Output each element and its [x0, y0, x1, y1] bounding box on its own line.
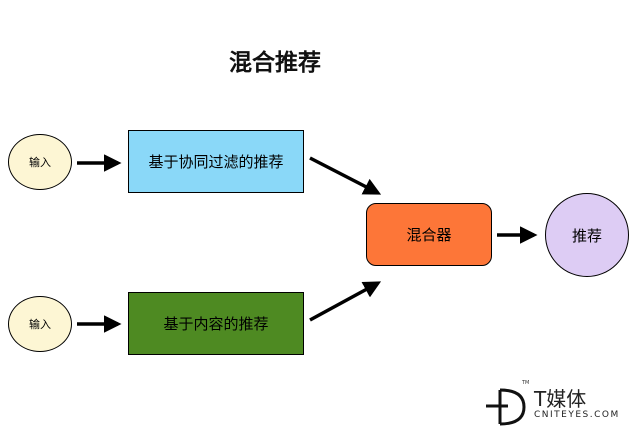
logo-tm-mark: TM [522, 380, 530, 386]
logo-name-cn: T媒体 [534, 387, 587, 411]
recommendation-output-node: 推荐 [545, 193, 629, 277]
brand-logo: TM T媒体 CNITEYES.COM [484, 380, 630, 430]
logo-mark-icon [486, 388, 526, 426]
input-node-top: 输入 [8, 134, 72, 190]
arrow-collaborative-to-mixer [309, 156, 382, 195]
mixer-box: 混合器 [366, 203, 492, 266]
arrow-content-to-mixer [309, 281, 382, 322]
logo-name-en: CNITEYES.COM [534, 410, 620, 420]
diagram-title: 混合推荐 [229, 50, 321, 76]
content-based-box: 基于内容的推荐 [128, 292, 304, 355]
input-node-bottom: 输入 [8, 296, 72, 352]
collaborative-filtering-box: 基于协同过滤的推荐 [128, 130, 304, 193]
